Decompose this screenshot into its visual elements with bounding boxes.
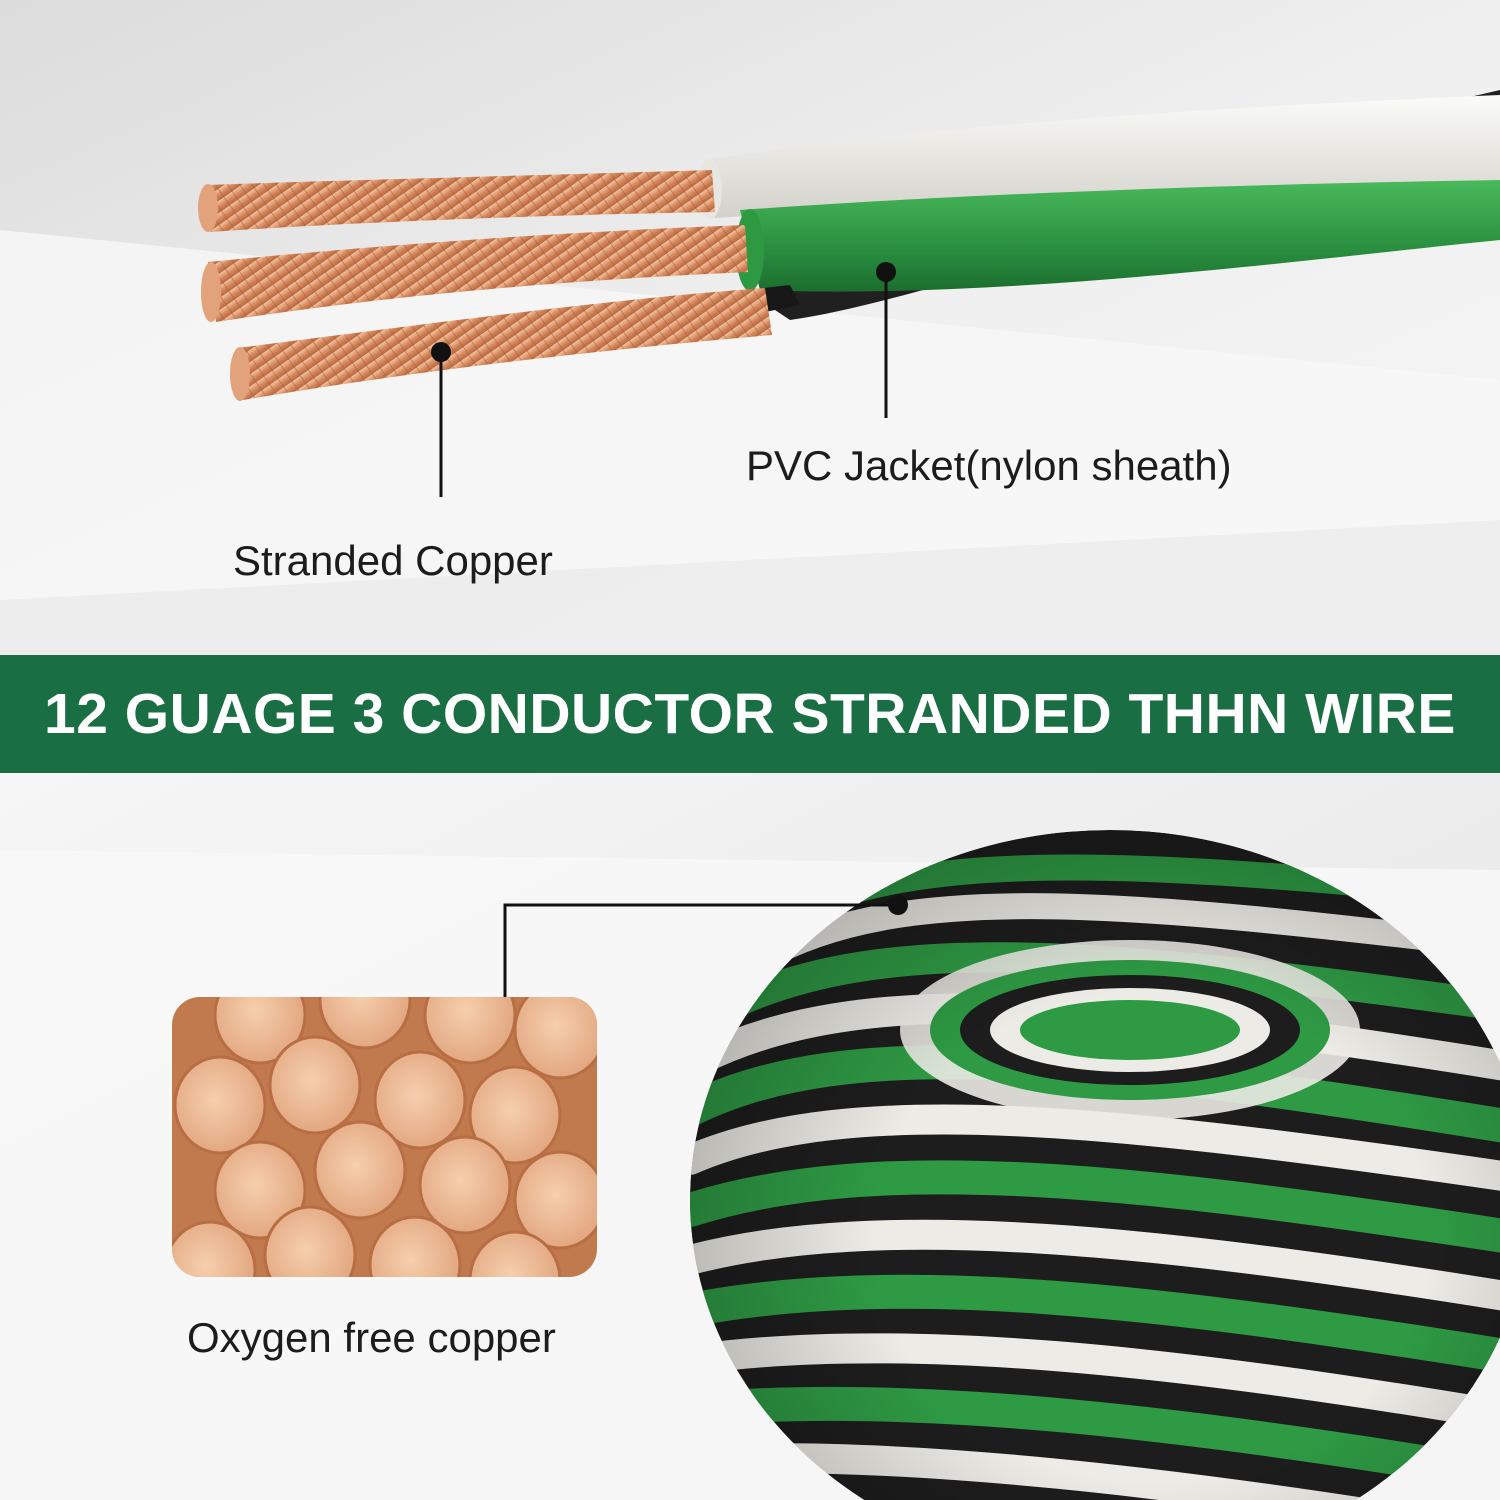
green-wire-jacket — [740, 180, 1500, 292]
stranded-copper-label: Stranded Copper — [233, 537, 553, 584]
pvc-jacket-label: PVC Jacket(nylon sheath) — [746, 442, 1232, 489]
stranded-copper-callout — [431, 342, 451, 497]
copper-strand-top — [205, 170, 715, 232]
copper-strand-middle — [208, 225, 748, 322]
copper-rods-image — [172, 997, 597, 1277]
copper-strand-bottom — [237, 288, 772, 400]
title-banner: 12 GUAGE 3 CONDUCTOR STRANDED THHN WIRE — [0, 655, 1500, 773]
oxygen-free-copper-label: Oxygen free copper — [187, 1314, 556, 1361]
wire-coil — [690, 830, 1500, 1500]
banner-title: 12 GUAGE 3 CONDUCTOR STRANDED THHN WIRE — [44, 682, 1456, 746]
pvc-jacket-callout — [876, 262, 896, 418]
coil-callout — [503, 895, 908, 1000]
